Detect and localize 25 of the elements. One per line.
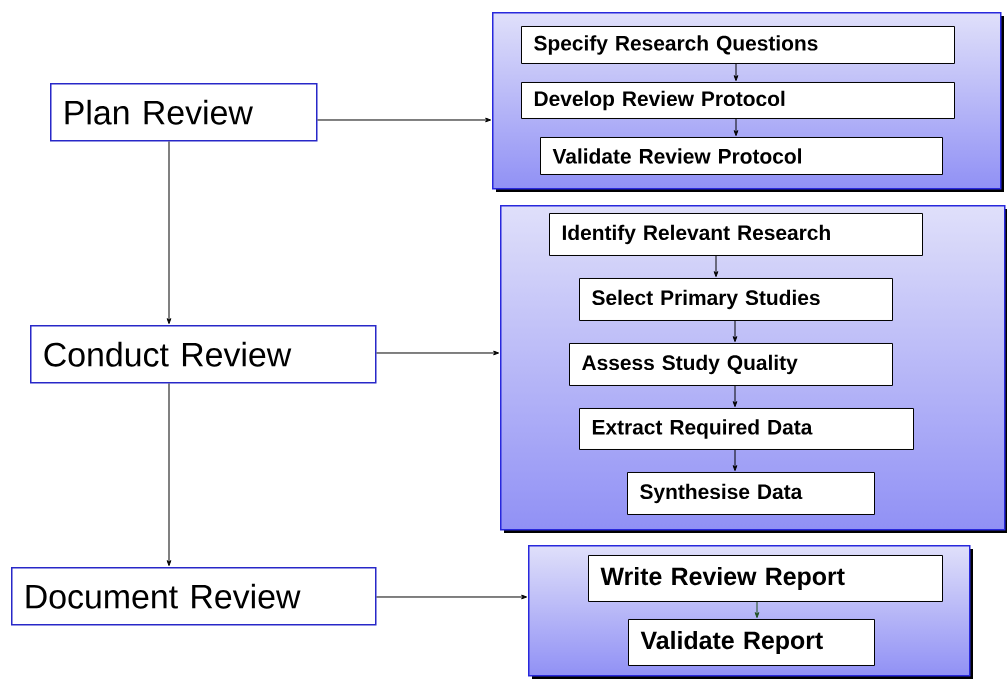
phase-box: Plan Review (50, 83, 318, 142)
step-box: Write Review Report (588, 555, 943, 602)
phase-box: Conduct Review (30, 325, 377, 384)
step-box: Develop Review Protocol (521, 82, 955, 119)
arrow (732, 385, 738, 408)
phase-box: Document Review (11, 567, 377, 626)
step-box: Specify Research Questions (521, 26, 955, 64)
arrow (732, 449, 738, 472)
arrow (732, 320, 738, 343)
arrow (317, 117, 492, 123)
arrow (376, 350, 500, 356)
arrow (166, 141, 172, 325)
arrow (166, 383, 172, 567)
step-box: Select Primary Studies (579, 278, 893, 321)
arrow (733, 63, 739, 82)
step-box: Identify Relevant Research (549, 213, 923, 256)
arrow (733, 118, 739, 137)
arrow (713, 255, 719, 278)
step-box: Extract Required Data (579, 408, 914, 450)
step-box: Synthesise Data (627, 472, 875, 515)
arrow (376, 594, 528, 600)
step-box: Validate Review Protocol (540, 137, 943, 175)
step-box: Assess Study Quality (569, 343, 893, 386)
step-box: Validate Report (628, 619, 875, 666)
arrow (754, 601, 760, 619)
